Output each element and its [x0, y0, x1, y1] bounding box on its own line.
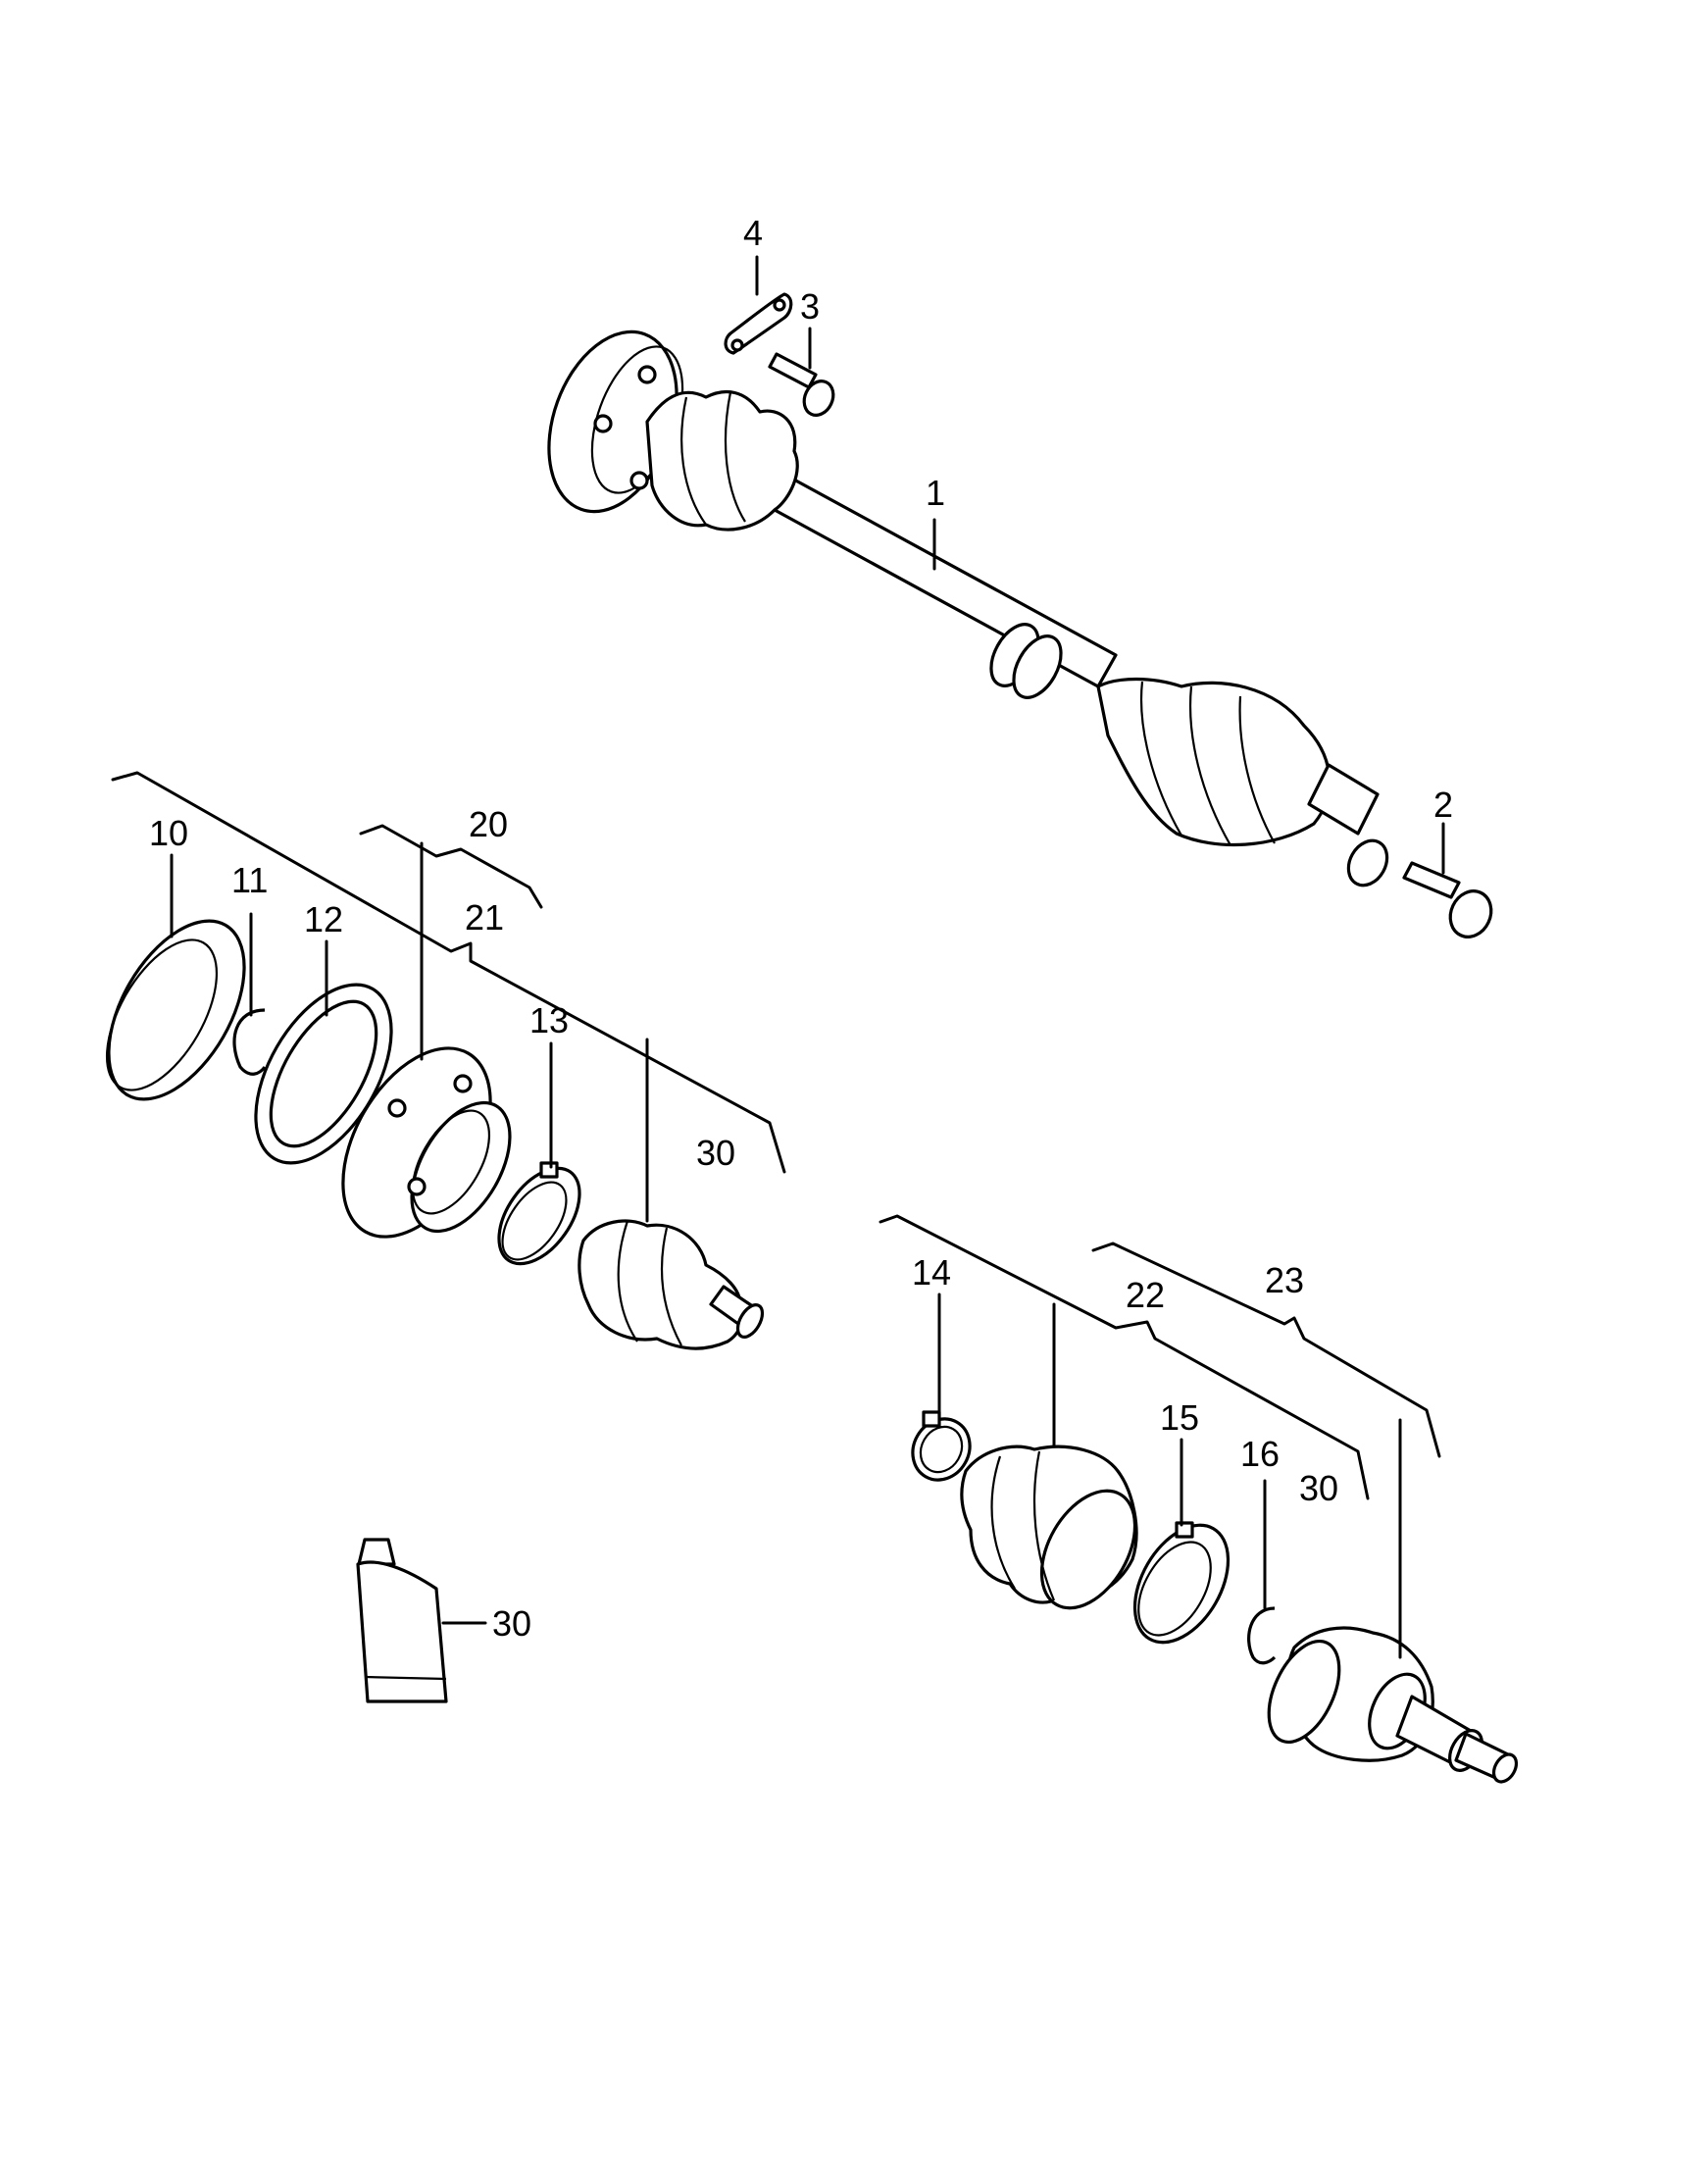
boot-icon: [578, 1219, 765, 1350]
label-part-13: 13: [529, 1000, 569, 1040]
label-part-4: 4: [743, 213, 763, 253]
label-part-15: 15: [1160, 1397, 1199, 1438]
label-part-11: 11: [231, 860, 268, 900]
label-part-30-inner: 30: [696, 1133, 735, 1173]
clamp-icon: [497, 1161, 581, 1266]
label-part-16: 16: [1240, 1434, 1280, 1474]
label-part-1: 1: [926, 473, 945, 513]
retaining-plate-icon: [724, 292, 793, 355]
label-part-22: 22: [1126, 1275, 1165, 1315]
grease-tube-icon: [356, 1538, 448, 1703]
label-part-3: 3: [800, 286, 820, 327]
drive-shaft-icon: [547, 330, 1389, 887]
clamp-icon: [911, 1410, 972, 1482]
boot-icon: [960, 1445, 1138, 1610]
label-part-30-grease: 30: [492, 1603, 531, 1644]
label-part-12: 12: [304, 899, 343, 939]
clamp-icon: [1132, 1521, 1231, 1645]
bolt-icon: [768, 352, 835, 417]
label-part-10: 10: [149, 813, 188, 853]
inner-joint-icon: [341, 1046, 512, 1239]
bolt-icon: [1402, 861, 1493, 938]
cap-icon: [105, 919, 246, 1101]
leader-lines: [111, 255, 1445, 1659]
gasket-icon: [254, 983, 393, 1165]
outer-joint-icon: [1267, 1626, 1519, 1784]
label-part-23: 23: [1265, 1260, 1304, 1300]
label-part-21: 21: [465, 897, 504, 938]
circlip-icon: [1247, 1606, 1277, 1665]
circlip-icon: [232, 1008, 267, 1076]
label-part-2: 2: [1433, 785, 1453, 825]
label-part-30-outer: 30: [1299, 1468, 1338, 1508]
label-part-14: 14: [912, 1252, 951, 1293]
label-part-20: 20: [469, 804, 508, 844]
